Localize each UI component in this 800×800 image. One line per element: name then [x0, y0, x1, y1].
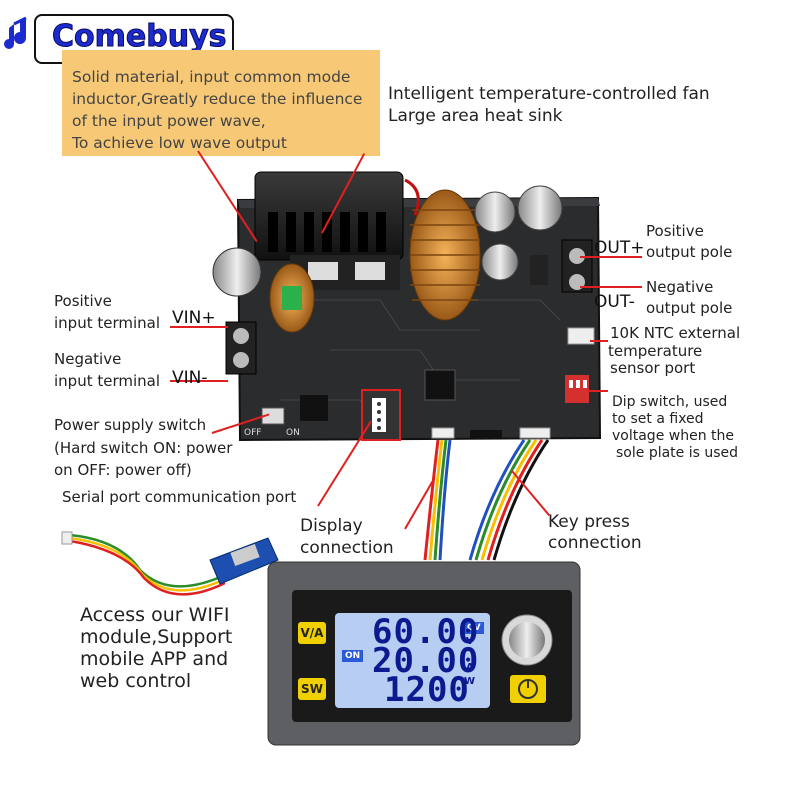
- wifi-label-4: web control: [80, 670, 192, 692]
- negative-output-label-2: output pole: [646, 299, 733, 317]
- ntc-label-1: 10K NTC external: [610, 324, 741, 342]
- out-plus-label: OUT+: [594, 238, 645, 258]
- dip-switch-label-3: voltage when the: [612, 428, 734, 444]
- out-minus-label: OUT-: [594, 292, 635, 312]
- vin-plus-label: VIN+: [172, 308, 216, 328]
- display-connection-label-1: Display: [300, 516, 363, 536]
- pointer-line: [580, 256, 642, 258]
- display-connection-label-2: connection: [300, 538, 394, 558]
- fan-label: Intelligent temperature-controlled fan: [388, 84, 710, 104]
- wifi-label-3: mobile APP and: [80, 648, 229, 670]
- power-switch-label-3: on OFF: power off): [54, 461, 192, 479]
- vin-minus-label: VIN-: [172, 368, 208, 388]
- wifi-label-1: Access our WIFI: [80, 604, 230, 626]
- negative-input-label-1: Negative: [54, 350, 122, 368]
- negative-input-label-2: input terminal: [54, 372, 161, 390]
- dip-switch-label-2: to set a fixed: [612, 411, 704, 427]
- dip-switch-label-4: sole plate is used: [616, 445, 739, 461]
- inductor-callout-text: Solid material, input common mode induct…: [72, 68, 363, 152]
- dip-switch-label-1: Dip switch, used: [612, 394, 728, 410]
- music-note-icon: [4, 16, 27, 49]
- inductor-callout-box: [62, 50, 380, 156]
- positive-input-label-1: Positive: [54, 292, 112, 310]
- sw-button[interactable]: SW: [298, 678, 326, 700]
- wifi-label-2: module,Support: [80, 626, 233, 648]
- ntc-label-3: sensor port: [610, 359, 696, 377]
- brand-logo-text: Comebuys: [51, 19, 227, 55]
- power-button[interactable]: [510, 675, 546, 703]
- voltage-unit: V: [466, 636, 474, 647]
- positive-output-label-1: Positive: [646, 222, 704, 240]
- voltage-readout: 60.00: [372, 612, 480, 652]
- pointer-line: [170, 380, 228, 382]
- pointer-line: [588, 390, 608, 392]
- power-switch-label-1: Power supply switch: [54, 416, 207, 434]
- negative-output-label-1: Negative: [646, 278, 714, 296]
- pointer-line: [580, 286, 642, 288]
- key-connection-label-1: Key press: [548, 512, 630, 532]
- va-button[interactable]: V/A: [298, 622, 326, 644]
- adjustment-knob[interactable]: [502, 615, 552, 665]
- current-unit: A: [466, 662, 474, 673]
- power-unit: W: [464, 676, 476, 687]
- pcb-on-mark: ON: [286, 428, 300, 438]
- pointer-line: [590, 340, 608, 342]
- power-switch-label-2: (Hard switch ON: power: [54, 439, 233, 457]
- current-readout: 20.00: [372, 641, 480, 681]
- serial-port-label: Serial port communication port: [62, 488, 297, 506]
- positive-input-label-2: input terminal: [54, 314, 161, 332]
- heatsink-label: Large area heat sink: [388, 106, 563, 126]
- cv-status-badge: CV: [464, 622, 484, 634]
- positive-output-label-2: output pole: [646, 243, 733, 261]
- ntc-label-2: temperature: [608, 342, 703, 360]
- key-connection-label-2: connection: [548, 533, 642, 553]
- on-status-badge: ON: [342, 650, 364, 662]
- pcb-off-mark: OFF: [244, 428, 262, 438]
- pointer-line: [170, 326, 228, 328]
- power-readout: 1200: [384, 670, 470, 710]
